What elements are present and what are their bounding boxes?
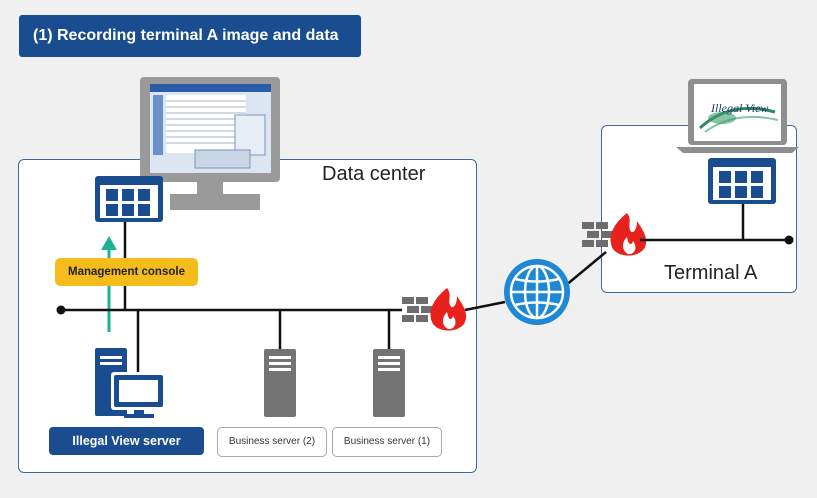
data-center-box (18, 159, 477, 473)
illegal-view-server-badge: Illegal View server (49, 427, 204, 455)
business-server-1-label: Business server (1) (332, 427, 442, 457)
data-center-label: Data center (322, 163, 426, 185)
management-console-badge: Management console (55, 258, 198, 286)
management-window-icon (95, 176, 163, 222)
monitor-icon (140, 77, 280, 210)
laptop-icon: Illegal View (676, 79, 799, 153)
terminal-a-label: Terminal A (664, 262, 758, 284)
laptop-screen-text: Illegal View (710, 101, 768, 115)
business-server-2-icon (264, 349, 296, 417)
data-center-network-line (61, 222, 607, 372)
terminal-window-icon (708, 158, 776, 204)
network-endpoint-right (784, 235, 794, 245)
internet-globe-icon (504, 259, 570, 325)
business-server-1-icon (373, 349, 405, 417)
terminal-network-line (640, 204, 788, 242)
illegal-view-server-icon (95, 348, 166, 418)
page-title: (1) Recording terminal A image and data (19, 15, 361, 57)
firewall-icon (402, 288, 467, 331)
business-server-2-label: Business server (2) (217, 427, 327, 457)
network-endpoint-left (56, 305, 66, 315)
firewall-icon-terminal (582, 213, 647, 256)
